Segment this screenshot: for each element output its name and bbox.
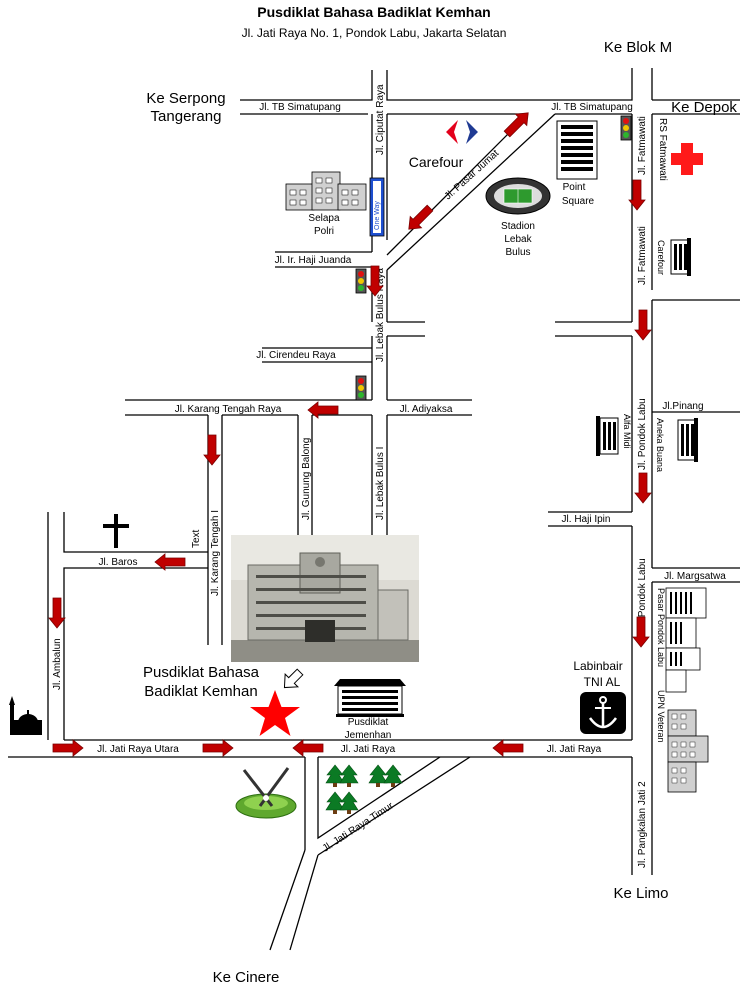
street-lebak-bulus-1: Jl. Lebak Bulus I (375, 447, 386, 520)
hospital-cross-icon (671, 143, 703, 175)
street-ambalun: Jl. Ambalun (52, 638, 63, 690)
direction-serpong: Ke Serpong (146, 90, 225, 107)
street-jati-raya-east: Jl. Jati Raya (547, 744, 602, 755)
pasar-pondok-labu-label: Pasar Pondok Labu (656, 588, 666, 667)
street-adiyaksa: Jl. Adiyaksa (400, 404, 453, 415)
arrow-icon (202, 739, 234, 757)
road-network (8, 68, 740, 951)
street-pondok-labu-2: Jl. Pondok Labu (637, 558, 648, 630)
labinbair-label: Labinbair (573, 659, 622, 673)
anchor-icon (580, 692, 626, 734)
arrow-icon (634, 472, 652, 504)
street-ciputat-raya: Jl. Ciputat Raya (375, 84, 386, 155)
direction-tangerang: Tangerang (151, 108, 222, 125)
street-karang-tengah-raya: Jl. Karang Tengah Raya (175, 404, 282, 415)
street-pinang: Jl.Pinang (662, 401, 703, 412)
target-label-1: Pusdiklat Bahasa (143, 664, 260, 681)
traffic-light-icon (355, 375, 367, 401)
tree-icon (325, 791, 345, 815)
jemenhan-label-2: Jemenhan (345, 730, 392, 741)
jemenhan-label-1: Pusdiklat (348, 717, 389, 728)
point-square-building-icon (556, 120, 598, 180)
alfa-midi-label: Alfa Midi (622, 414, 632, 449)
street-pondok-labu-1: Jl. Pondok Labu (637, 398, 648, 470)
pusdiklat-building-photo (231, 535, 419, 662)
selapa-label: Selapa (308, 213, 340, 224)
street-lebak-bulus-raya: Jl. Lebak Bulus Raya (375, 268, 386, 362)
rs-fatmawati-label: RS Fatmawati (657, 118, 668, 181)
street-margsatwa: Jl. Margsatwa (664, 571, 726, 582)
tni-al-label: TNI AL (584, 675, 621, 689)
street-pangkalan-jati: Jl. Pangkalan Jati 2 (637, 781, 648, 868)
street-jati-raya-utara: Jl. Jati Raya Utara (97, 744, 179, 755)
street-tb-simatupang-east: Jl. TB Simatupang (551, 102, 633, 113)
street-karang-tengah-1: Jl. Karang Tengah I (210, 510, 221, 596)
arrow-icon (48, 597, 66, 629)
arrow-icon (492, 739, 524, 757)
street-text-label: Text (191, 529, 202, 548)
square-label: Square (562, 196, 595, 207)
street-gunung-balong: Jl. Gunung Balong (301, 438, 312, 520)
direction-blok-m: Ke Blok M (604, 39, 672, 56)
tree-icon (339, 791, 359, 815)
one-way-sign-icon: One Way (369, 177, 385, 237)
carefour-building-icon (670, 238, 691, 276)
stadion-label-1: Stadion (501, 221, 535, 232)
map-title: Pusdiklat Bahasa Badiklat Kemhan (257, 4, 490, 20)
church-cross-icon (103, 514, 129, 548)
pointer-arrow-icon (283, 668, 304, 689)
stadion-label-3: Bulus (505, 247, 530, 258)
street-haji-juanda: Jl. Ir. Haji Juanda (275, 255, 352, 266)
point-label: Point (563, 182, 586, 193)
street-tb-simatupang-west: Jl. TB Simatupang (259, 102, 341, 113)
pasar-building-icon (665, 587, 707, 693)
arrow-icon (500, 106, 535, 141)
target-star-icon (250, 690, 300, 736)
mosque-icon (9, 696, 42, 735)
upn-veteran-label: UPN Veteran (656, 690, 666, 743)
stadion-label-2: Lebak (504, 234, 532, 245)
carefour-logo-icon (446, 120, 478, 144)
tree-icon (339, 764, 359, 788)
arrow-icon (634, 309, 652, 341)
jemenhan-building-icon (334, 679, 406, 717)
street-baros: Jl. Baros (99, 557, 138, 568)
street-haji-ipin: Jl. Haji Ipin (562, 514, 611, 525)
street-jati-raya-mid: Jl. Jati Raya (341, 744, 396, 755)
traffic-light-icon (355, 268, 367, 294)
stadium-icon (485, 177, 551, 215)
selapa-polri-building-icon (285, 171, 367, 211)
street-fatmawati-2: Jl. Fatmawati (637, 226, 648, 285)
alfa-midi-building-icon (596, 416, 619, 456)
direction-limo: Ke Limo (613, 885, 668, 902)
carefour-small-label: Carefour (656, 240, 666, 275)
polri-label: Polri (314, 226, 334, 237)
street-fatmawati-1: Jl. Fatmawati (637, 116, 648, 175)
carefour-label: Carefour (409, 154, 464, 170)
arrow-icon (292, 739, 324, 757)
tree-icon (368, 764, 388, 788)
upn-building-icon (667, 709, 709, 793)
map-address: Jl. Jati Raya No. 1, Pondok Labu, Jakart… (242, 26, 507, 40)
traffic-light-icon (620, 115, 632, 141)
aneka-buana-building-icon (677, 418, 698, 462)
direction-cinere: Ke Cinere (213, 969, 280, 986)
aneka-buana-label: Aneka Buana (655, 418, 665, 472)
one-way-label: One Way (374, 201, 381, 230)
arrow-icon (203, 434, 221, 466)
street-labels: Jl. TB Simatupang Jl. TB Simatupang Jl. … (52, 84, 726, 868)
target-label-2: Badiklat Kemhan (144, 683, 257, 700)
tree-icon (325, 764, 345, 788)
arrow-icon (52, 739, 84, 757)
direction-depok: Ke Depok (671, 99, 737, 116)
street-cirendeu-raya: Jl. Cirendeu Raya (256, 350, 336, 361)
golf-course-icon (235, 767, 297, 819)
